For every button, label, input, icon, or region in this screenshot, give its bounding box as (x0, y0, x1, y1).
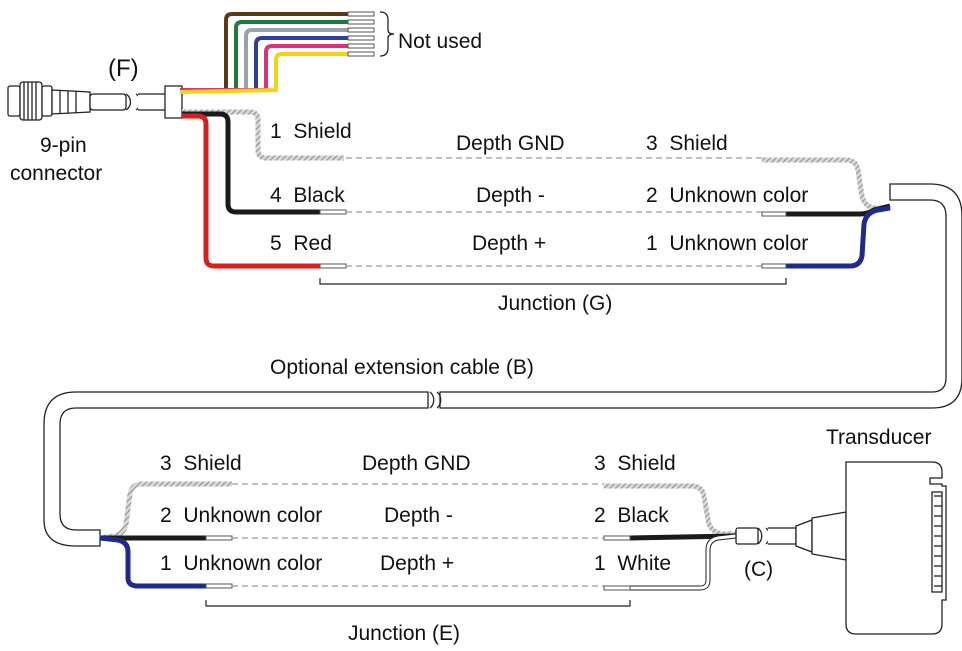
connector-label-line1: 9-pin (40, 134, 87, 157)
not-used-brace (379, 11, 395, 57)
top-row1-mid: Depth GND (456, 132, 565, 155)
transducer-label: Transducer (826, 426, 931, 449)
bottom-row1-right: 3 Shield (594, 452, 676, 475)
top-row3-right: 1 Unknown color (646, 232, 808, 255)
junction-g-bracket (319, 278, 787, 285)
bottom-right-wires (604, 483, 737, 591)
top-row2-mid: Depth - (476, 184, 545, 207)
connector-label-line2: connector (10, 162, 102, 185)
bottom-row2-left: 2 Unknown color (160, 504, 322, 527)
top-row1-left: 1 Shield (270, 120, 352, 143)
connector-ref-f: (F) (108, 55, 139, 82)
junction-g-label: Junction (G) (498, 292, 612, 315)
bottom-right-tips (603, 535, 631, 591)
not-used-label: Not used (398, 30, 482, 53)
transducer-cable (735, 511, 847, 561)
top-right-tips (761, 211, 787, 269)
bottom-row2-right: 2 Black (594, 504, 669, 527)
junction-e-label: Junction (E) (348, 622, 460, 645)
bottom-row3-mid: Depth + (380, 552, 454, 575)
transducer-body (845, 461, 947, 635)
bottom-row1-left: 3 Shield (160, 452, 242, 475)
top-right-wires (762, 157, 891, 269)
top-used-wires (182, 109, 344, 269)
top-row2-left: 4 Black (270, 184, 345, 207)
bottom-row1-mid: Depth GND (362, 452, 471, 475)
nine-pin-connector (7, 81, 127, 121)
not-used-tips (347, 11, 375, 57)
cable-break-f (125, 85, 183, 119)
not-used-wires (179, 12, 348, 94)
top-row3-left: 5 Red (270, 232, 332, 255)
junction-e-bracket (205, 600, 631, 607)
bottom-row3-right: 1 White (594, 552, 671, 575)
top-row2-right: 2 Unknown color (646, 184, 808, 207)
bottom-row3-left: 1 Unknown color (160, 552, 322, 575)
bottom-row2-mid: Depth - (384, 504, 453, 527)
top-row3-mid: Depth + (472, 232, 546, 255)
bottom-junction-dashes (232, 483, 604, 587)
transducer-ref-c: (C) (744, 558, 773, 581)
top-row1-right: 3 Shield (646, 132, 728, 155)
extension-cable-label: Optional extension cable (B) (270, 356, 534, 379)
extension-cable (43, 183, 962, 547)
